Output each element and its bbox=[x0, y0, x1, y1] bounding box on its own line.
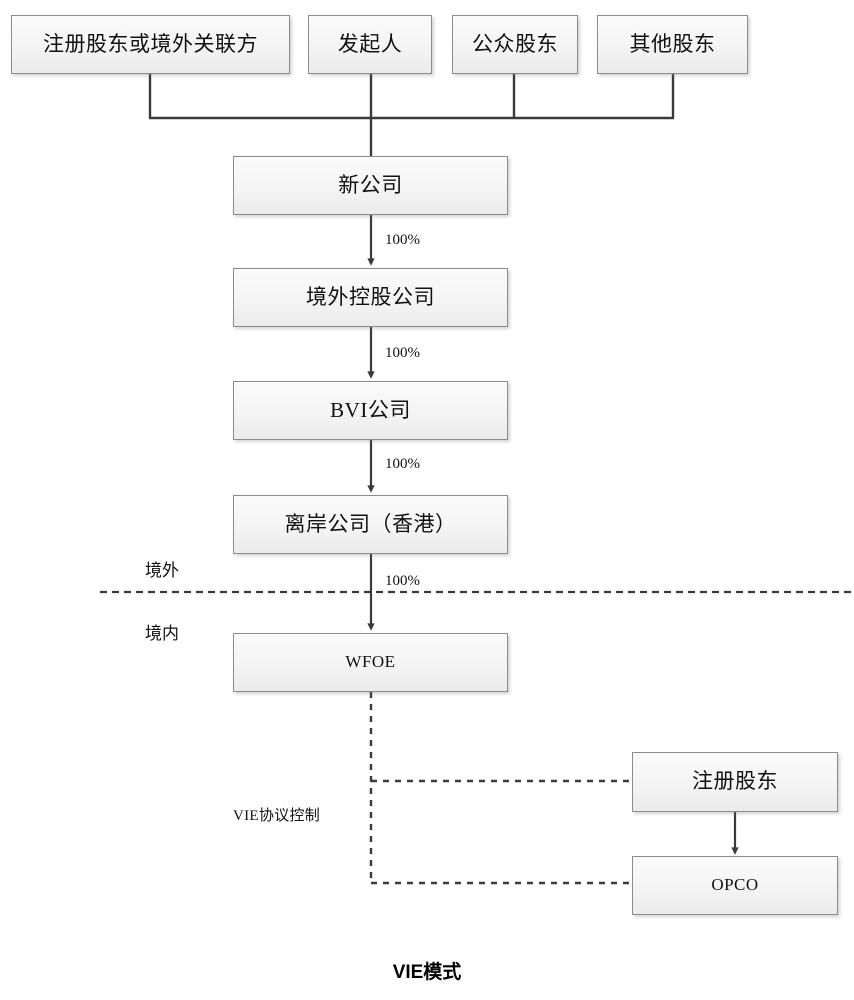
node-registered-shareholder[interactable]: 注册股东 bbox=[632, 752, 838, 812]
node-promoter[interactable]: 发起人 bbox=[308, 15, 432, 74]
node-offshore-company-hongkong[interactable]: 离岸公司（香港） bbox=[233, 495, 508, 554]
vie-control-label: VIE协议控制 bbox=[233, 808, 321, 824]
ownership-label-offshore-holding-to-bvi: 100% bbox=[385, 345, 420, 361]
region-label-onshore: 境内 bbox=[145, 624, 179, 643]
shareholder-stems bbox=[148, 74, 675, 118]
node-opco[interactable]: OPCO bbox=[632, 856, 838, 915]
ownership-label-bvi-to-offshore-hk: 100% bbox=[385, 456, 420, 472]
node-public-shareholders[interactable]: 公众股东 bbox=[452, 15, 578, 74]
node-new-company[interactable]: 新公司 bbox=[233, 156, 508, 215]
node-other-shareholders[interactable]: 其他股东 bbox=[597, 15, 748, 74]
node-registered-or-offshore-affiliate[interactable]: 注册股东或境外关联方 bbox=[11, 15, 290, 74]
vie-control-dashed-paths bbox=[369, 692, 632, 885]
node-bvi-company[interactable]: BVI公司 bbox=[233, 381, 508, 440]
node-offshore-holding-company[interactable]: 境外控股公司 bbox=[233, 268, 508, 327]
region-label-offshore: 境外 bbox=[145, 561, 179, 580]
ownership-label-new-to-offshore-holding: 100% bbox=[385, 232, 420, 248]
node-wfoe[interactable]: WFOE bbox=[233, 633, 508, 692]
ownership-label-offshore-hk-to-wfoe: 100% bbox=[385, 573, 420, 589]
diagram-title: VIE模式 bbox=[392, 962, 462, 983]
